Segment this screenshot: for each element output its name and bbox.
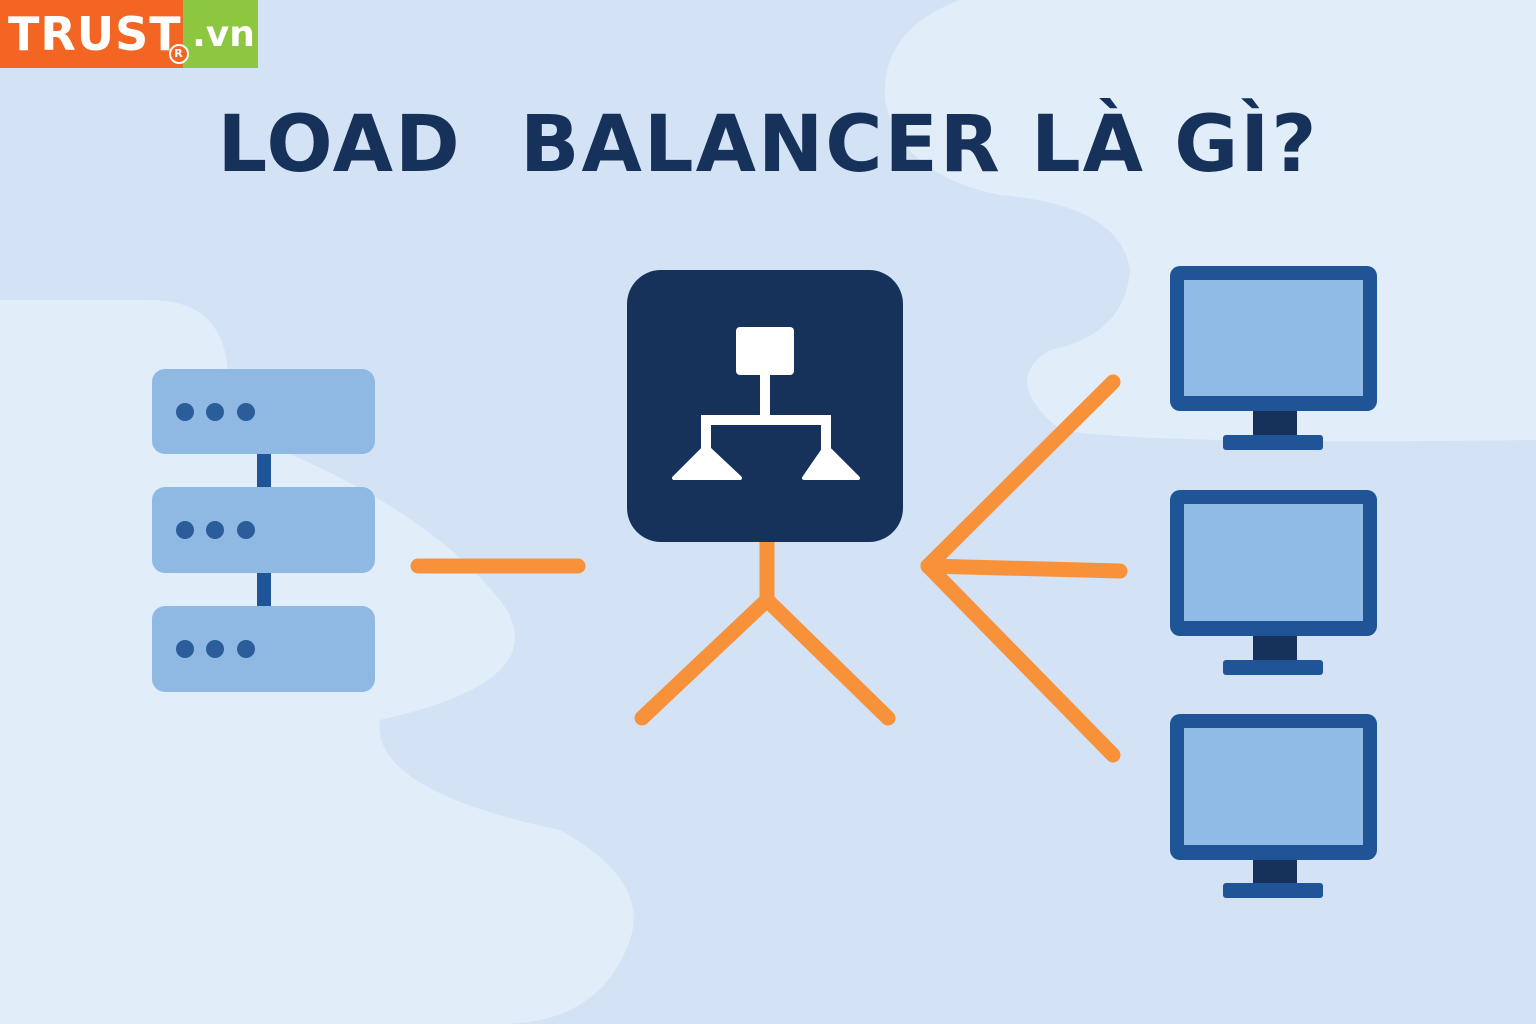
monitor-icon xyxy=(1170,266,1377,450)
page-title: LOAD BALANCER LÀ GÌ? xyxy=(217,100,1319,190)
server-unit xyxy=(152,487,375,573)
arrow-to-client-bottom xyxy=(920,558,1121,763)
arrow-to-client-top xyxy=(920,374,1121,574)
arrow-down-left xyxy=(634,592,775,726)
brand-logo-tld: .vn xyxy=(183,0,258,68)
server-unit xyxy=(152,606,375,692)
server-unit xyxy=(152,369,375,454)
registered-mark: R xyxy=(169,44,189,64)
brand-logo: TRUST R .vn xyxy=(0,0,258,68)
arrow-to-client-middle xyxy=(920,558,1128,579)
monitor-icon xyxy=(1170,490,1377,675)
brand-name: TRUST xyxy=(8,7,182,61)
arrow-down-right xyxy=(759,592,896,726)
monitor-icon xyxy=(1170,714,1377,898)
brand-tld: .vn xyxy=(192,13,255,55)
load-balancer-icon xyxy=(627,270,903,542)
brand-logo-name: TRUST R xyxy=(0,0,189,68)
server-stack-icon xyxy=(152,369,375,692)
